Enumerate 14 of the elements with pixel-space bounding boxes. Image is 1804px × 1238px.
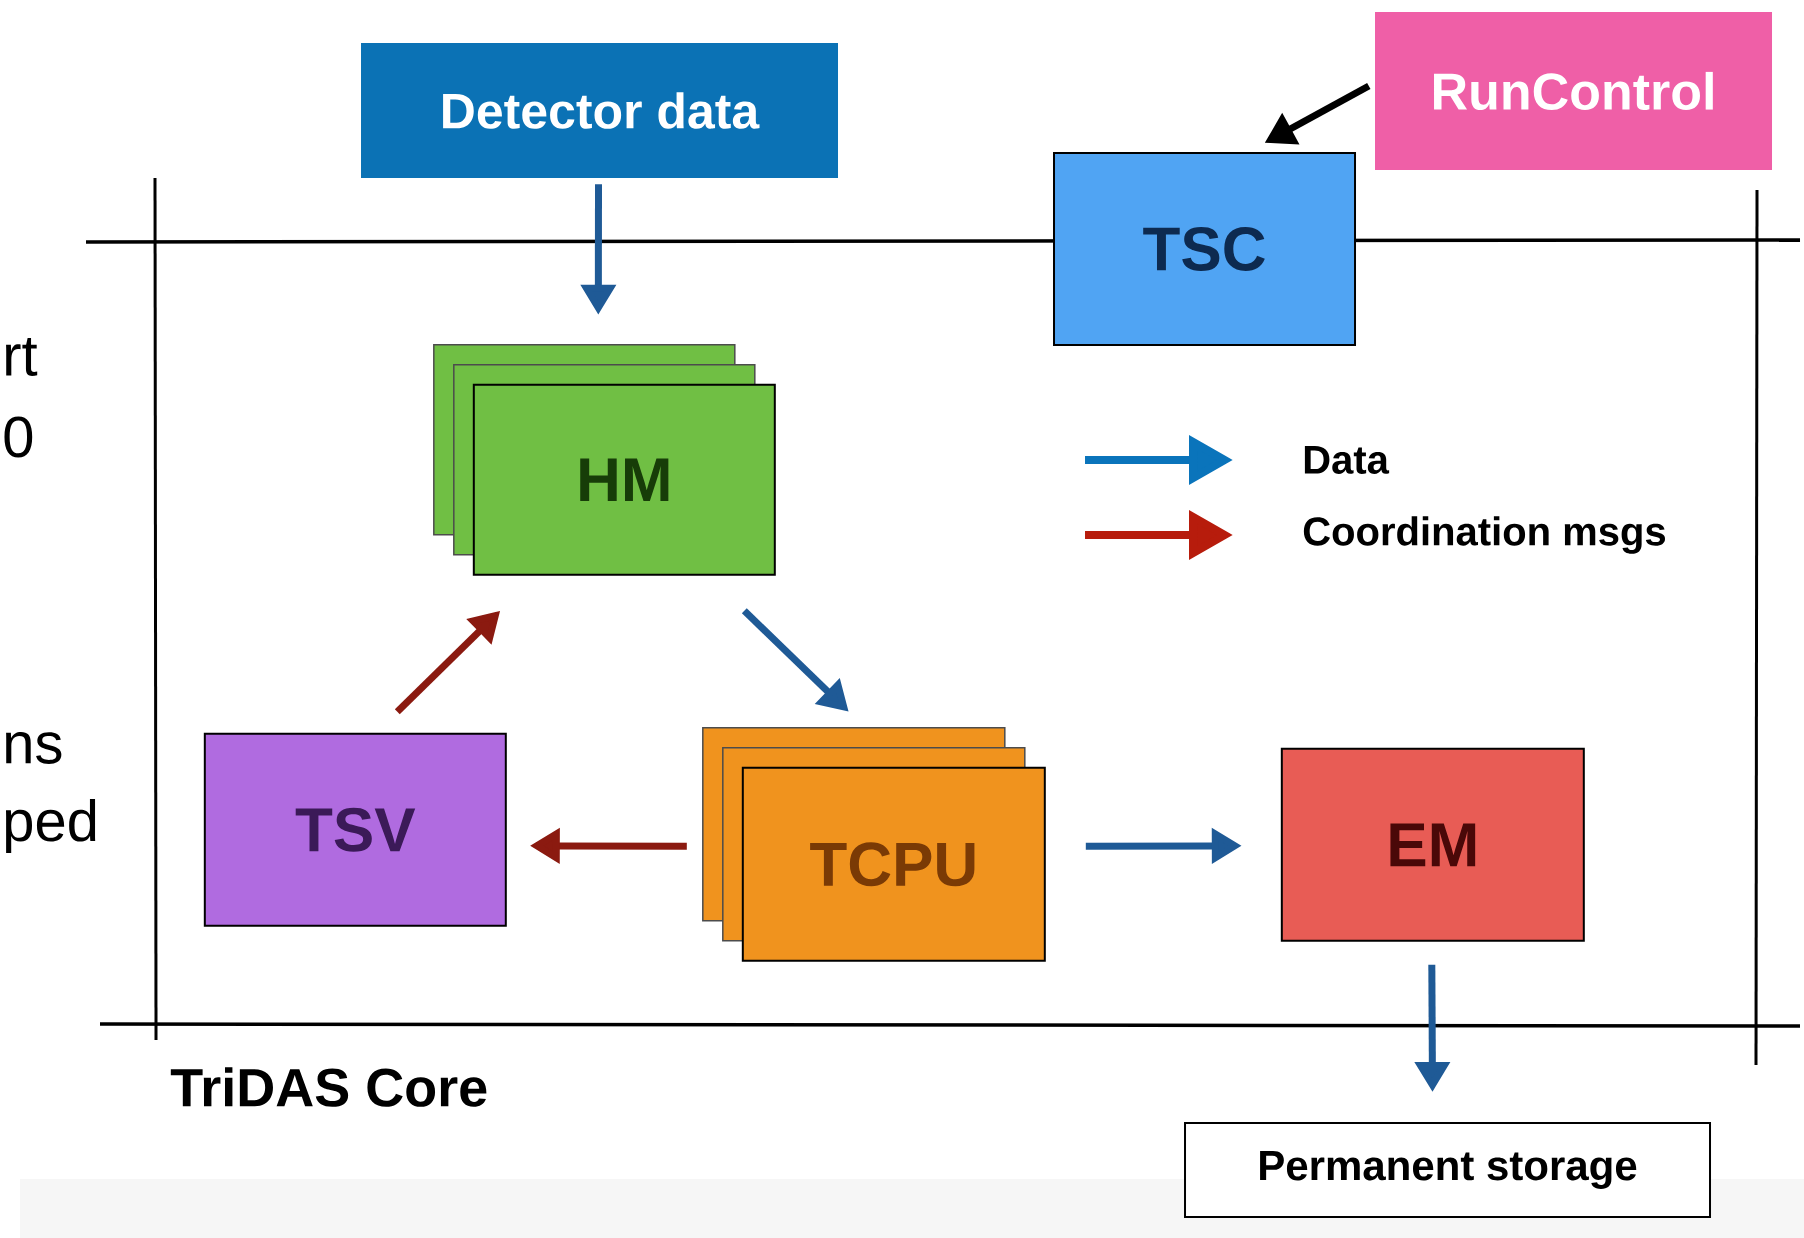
slide-text: ped bbox=[5, 798, 96, 853]
process-box: TSC bbox=[1053, 152, 1356, 346]
stacked-process-boxes: TCPU bbox=[702, 727, 1046, 962]
stacked-process-boxes: HM bbox=[433, 344, 776, 576]
slide-text: ns bbox=[6, 732, 62, 764]
legend-text: Coordination msgs bbox=[1303, 516, 1665, 554]
slide-text: rt bbox=[6, 338, 38, 376]
control-box: RunControl bbox=[1375, 12, 1772, 170]
storage-box: Permanent storage bbox=[1184, 1122, 1711, 1218]
process-box: TSV bbox=[203, 732, 507, 927]
source-box: Detector data bbox=[361, 43, 838, 178]
slide-text: 0 bbox=[4, 416, 33, 458]
process-box: EM bbox=[1280, 747, 1585, 942]
legend-text: Data bbox=[1304, 446, 1390, 474]
